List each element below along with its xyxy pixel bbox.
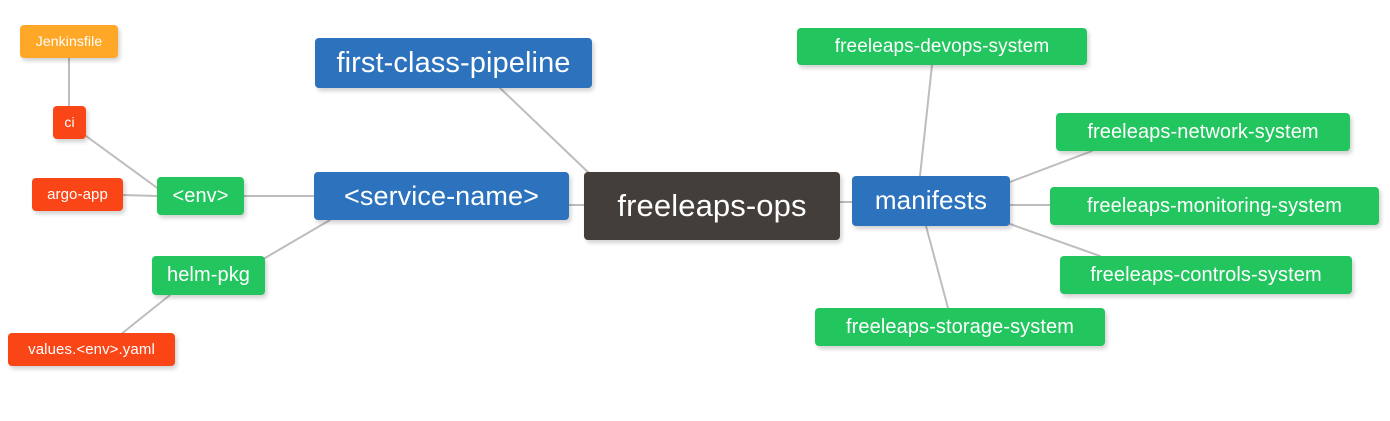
node-label: freeleaps-storage-system [845,315,1075,338]
mindmap-node-freeleaps-network-system[interactable]: freeleaps-network-system [1056,113,1350,151]
mindmap-node-manifests[interactable]: manifests [852,176,1010,226]
mindmap-node-helm-pkg[interactable]: helm-pkg [152,256,265,295]
edge-manifests-to-freeleaps-storage-system [925,225,949,309]
node-label: <service-name> [344,180,539,211]
mindmap-node-freeleaps-controls-system[interactable]: freeleaps-controls-system [1060,256,1352,294]
mindmap-node-jenkinsfile[interactable]: Jenkinsfile [20,25,118,58]
mindmap-node-argo-app[interactable]: argo-app [32,178,123,211]
node-label: argo-app [47,185,108,203]
node-label: freeleaps-controls-system [1090,263,1322,286]
edge-manifests-to-freeleaps-devops-system [919,64,933,177]
edge-service-name-to-helm-pkg [264,219,331,259]
node-label: freeleaps-devops-system [834,35,1050,57]
node-label: freeleaps-network-system [1087,120,1319,143]
mindmap-node-env[interactable]: <env> [157,177,244,215]
node-label: manifests [874,185,988,216]
node-label: <env> [172,184,229,207]
node-label: values.<env>.yaml [28,340,155,358]
mindmap-node-freeleaps-ops[interactable]: freeleaps-ops [584,172,840,240]
node-label: first-class-pipeline [336,46,571,79]
mindmap-node-first-class-pipeline[interactable]: first-class-pipeline [315,38,592,88]
edge-manifests-to-freeleaps-network-system [1009,150,1093,183]
mindmap-node-freeleaps-devops-system[interactable]: freeleaps-devops-system [797,28,1087,65]
edge-helm-pkg-to-values-env-yaml [119,294,171,336]
edge-first-class-pipeline-to-freeleaps-ops [499,87,591,175]
mindmap-node-service-name[interactable]: <service-name> [314,172,569,220]
mindmap-node-freeleaps-monitoring-system[interactable]: freeleaps-monitoring-system [1050,187,1379,225]
node-label: freeleaps-monitoring-system [1086,194,1342,217]
node-label: helm-pkg [166,264,251,286]
edge-manifests-to-freeleaps-controls-system [1009,223,1101,257]
mindmap-node-values-env-yaml[interactable]: values.<env>.yaml [8,333,175,366]
node-label: freeleaps-ops [617,187,807,223]
mindmap-node-freeleaps-storage-system[interactable]: freeleaps-storage-system [815,308,1105,346]
node-label: ci [64,114,75,131]
mindmap-node-ci[interactable]: ci [53,106,86,139]
edge-argo-app-to-env [122,194,158,197]
node-label: Jenkinsfile [35,33,103,50]
